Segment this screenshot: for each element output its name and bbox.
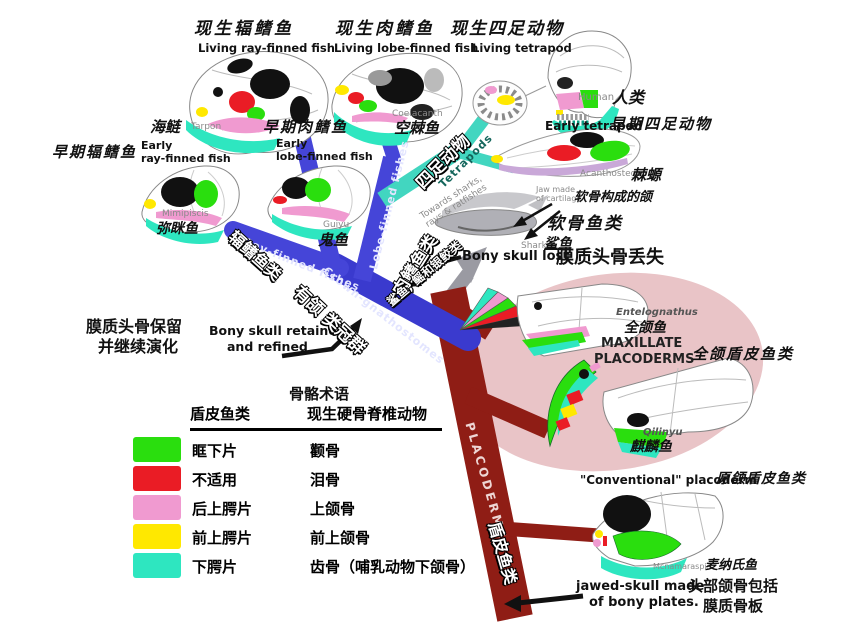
jawed-skull-en2: of bony plates. [589, 595, 699, 610]
coelacanth-skull-illustration [331, 52, 463, 146]
maxillate-zh: 全颌盾皮鱼类 [692, 345, 795, 363]
legend-header: 盾皮鱼类 现生硬骨脊椎动物 [190, 403, 442, 431]
living-ray-finned-zh: 现生辐鳍鱼 [194, 19, 294, 39]
early-ray-en1: Early [141, 139, 173, 152]
mimipiscis-skull-illustration [141, 165, 240, 245]
guiyu-zh: 鬼鱼 [318, 231, 349, 249]
mcnamaraspis-skull-illustration [592, 491, 724, 580]
legend-term: 前上腭片 [192, 529, 253, 547]
jawed-skull-zh1: 头部颌骨包括 [688, 577, 779, 595]
jawed-skull-en1: jawed-skull made [576, 579, 705, 594]
legend-modern-term: 泪骨 [310, 471, 341, 489]
tarpon-skull-illustration [186, 50, 329, 155]
jaw-cartilage-en2: of cartilage [536, 194, 582, 203]
early-lobe-en1: Early [276, 137, 308, 150]
entelognathus-en: Entelognathus [616, 307, 698, 318]
chondrichthyes-zh: 软骨鱼类 [547, 214, 623, 234]
early-tetrapod-zh: 早期四足动物 [610, 115, 713, 133]
living-tetrapod-en: Living tetrapod [472, 41, 572, 55]
legend-swatch-green [133, 437, 181, 462]
legend-term: 不适用 [192, 471, 238, 489]
human-en: Human [578, 92, 615, 103]
shark-illustration [434, 192, 548, 236]
living-lobe-finned-en: Living lobe-finned fish [334, 41, 479, 55]
maxillate-en1: MAXILLATE [601, 336, 683, 351]
legend-title: 骨骼术语 [289, 385, 350, 403]
legend-col-modern: 现生硬骨脊椎动物 [307, 405, 428, 423]
early-tetrapod-en: Early tetrapod [545, 119, 643, 133]
bony-retained-en2: and refined [227, 339, 308, 354]
early-lobe-en2: lobe-finned fish [276, 150, 373, 163]
legend-term: 眶下片 [192, 442, 238, 460]
entelognathus-skull-illustration [459, 283, 649, 357]
legend-term: 后上腭片 [192, 500, 253, 518]
qilinyu-skull-illustration [547, 357, 754, 458]
jaw-cartilage-zh: 软骨构成的颌 [574, 190, 653, 205]
mcnamaraspis-zh: 麦纳氏鱼 [705, 558, 758, 573]
human-zh: 人类 [612, 88, 645, 107]
bony-retained-zh2: 并继续演化 [98, 337, 179, 356]
legend-swatch-pink [133, 495, 181, 520]
jaw-cartilage-en1: Jaw made [536, 185, 576, 194]
bony-retained-en1: Bony skull retained [209, 323, 346, 338]
bony-skull-lost-zh: 膜质头骨丢失 [556, 247, 664, 268]
qilinyu-zh: 麒麟鱼 [630, 439, 672, 455]
early-lobe-zh: 早期肉鳍鱼 [263, 118, 349, 136]
legend-swatch-teal [133, 553, 181, 578]
shark-en: Shark [521, 241, 547, 251]
living-ray-finned-en: Living ray-finned fish [198, 41, 335, 55]
living-tetrapod-zh: 现生四足动物 [450, 19, 564, 39]
legend-swatch-red [133, 466, 181, 491]
legend-swatch-yellow [133, 524, 181, 549]
legend-modern-term: 颧骨 [310, 442, 341, 460]
conventional-placoderm-en: "Conventional" placoderm [580, 473, 757, 487]
mimipiscis-zh: 弥眯鱼 [156, 221, 198, 237]
early-ray-en2: ray-finned fish [141, 152, 231, 165]
bony-retained-zh1: 膜质头骨保留 [86, 317, 183, 336]
qilinyu-en: Qilinyu [643, 427, 683, 438]
legend-modern-term: 上颌骨 [310, 500, 356, 518]
early-ray-zh: 早期辐鳍鱼 [52, 143, 138, 161]
guiyu-en: Guiyu [323, 220, 350, 230]
jawed-skull-zh2: 膜质骨板 [703, 597, 764, 615]
guiyu-skull-illustration [267, 165, 371, 241]
legend-col-placoderm: 盾皮鱼类 [190, 405, 251, 423]
legend-modern-term: 前上颌骨 [310, 529, 371, 547]
acanthostega-zh: 棘螈 [631, 166, 662, 184]
acanthostega-skull-illustration [489, 128, 641, 177]
legend-modern-term: 齿骨（哺乳动物下颌骨） [310, 558, 476, 576]
entelognathus-zh: 全颌鱼 [624, 320, 666, 336]
living-lobe-finned-zh: 现生肉鳍鱼 [335, 19, 435, 39]
shark-zh: 鲨鱼 [544, 236, 572, 252]
mcnamaraspis-en: Mcnamaraspis [653, 562, 711, 571]
coelacanth-zh: 空棘鱼 [394, 119, 440, 137]
legend-term: 下腭片 [192, 558, 238, 576]
bony-skull-lost-en: Bony skull lost [462, 249, 570, 264]
mimipiscis-en: Mimipiscis [162, 209, 209, 219]
coelacanth-en: Coelacanth [392, 109, 443, 119]
maxillate-en2: PLACODERMS [594, 352, 695, 367]
conventional-placoderm-zh: 原颌盾皮鱼类 [716, 471, 806, 487]
annotation-arrows [281, 202, 584, 612]
tarpon-zh: 海鲢 [150, 118, 181, 136]
tarpon-en: Tarpon [191, 122, 222, 132]
acanthostega-en: Acanthostega [580, 169, 642, 179]
